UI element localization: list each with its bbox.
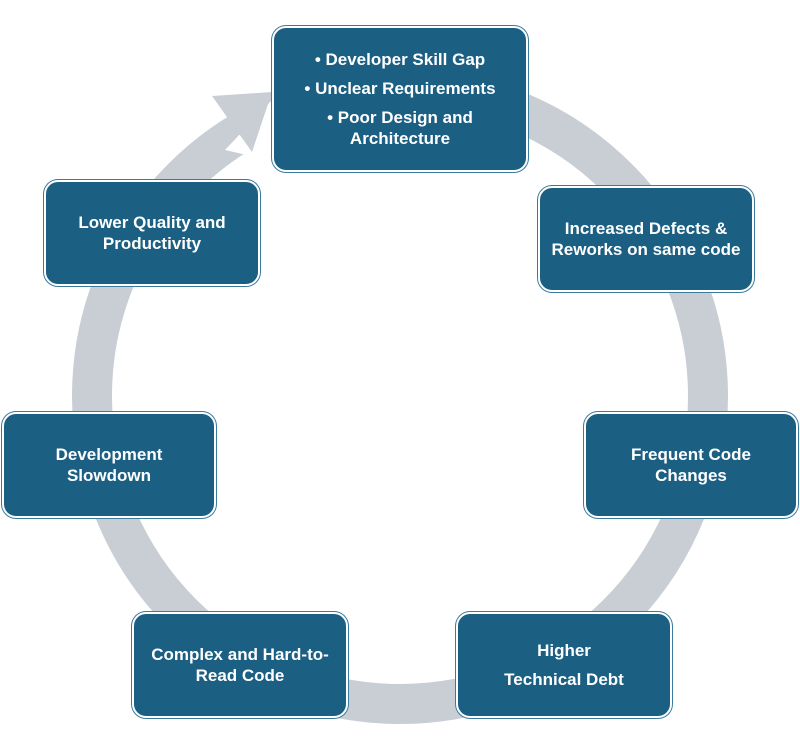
- cause-poor-design: • Poor Design and Architecture: [327, 108, 473, 148]
- node-development-slowdown-label: Development Slowdown: [55, 445, 163, 485]
- node-higher-technical-debt-line1: Higher: [537, 641, 591, 660]
- node-root-causes: • Developer Skill Gap • Unclear Requirem…: [272, 26, 528, 172]
- node-higher-technical-debt-line2: Technical Debt: [504, 670, 624, 689]
- node-frequent-code-changes-label: Frequent Code Changes: [631, 445, 751, 485]
- node-increased-defects: Increased Defects & Reworks on same code: [538, 186, 754, 292]
- node-development-slowdown: Development Slowdown: [2, 412, 216, 518]
- node-lower-quality: Lower Quality and Productivity: [44, 180, 260, 286]
- cause-skill-gap: • Developer Skill Gap: [314, 50, 486, 69]
- node-lower-quality-label: Lower Quality and Productivity: [78, 213, 226, 253]
- cause-unclear-requirements: • Unclear Requirements: [304, 79, 496, 98]
- node-increased-defects-label: Increased Defects & Reworks on same code: [551, 219, 741, 259]
- cycle-arrow-head-icon: [212, 92, 272, 152]
- node-higher-technical-debt: Higher Technical Debt: [456, 612, 672, 718]
- node-complex-code-label: Complex and Hard-to-Read Code: [151, 645, 329, 685]
- node-frequent-code-changes: Frequent Code Changes: [584, 412, 798, 518]
- node-complex-code: Complex and Hard-to-Read Code: [132, 612, 348, 718]
